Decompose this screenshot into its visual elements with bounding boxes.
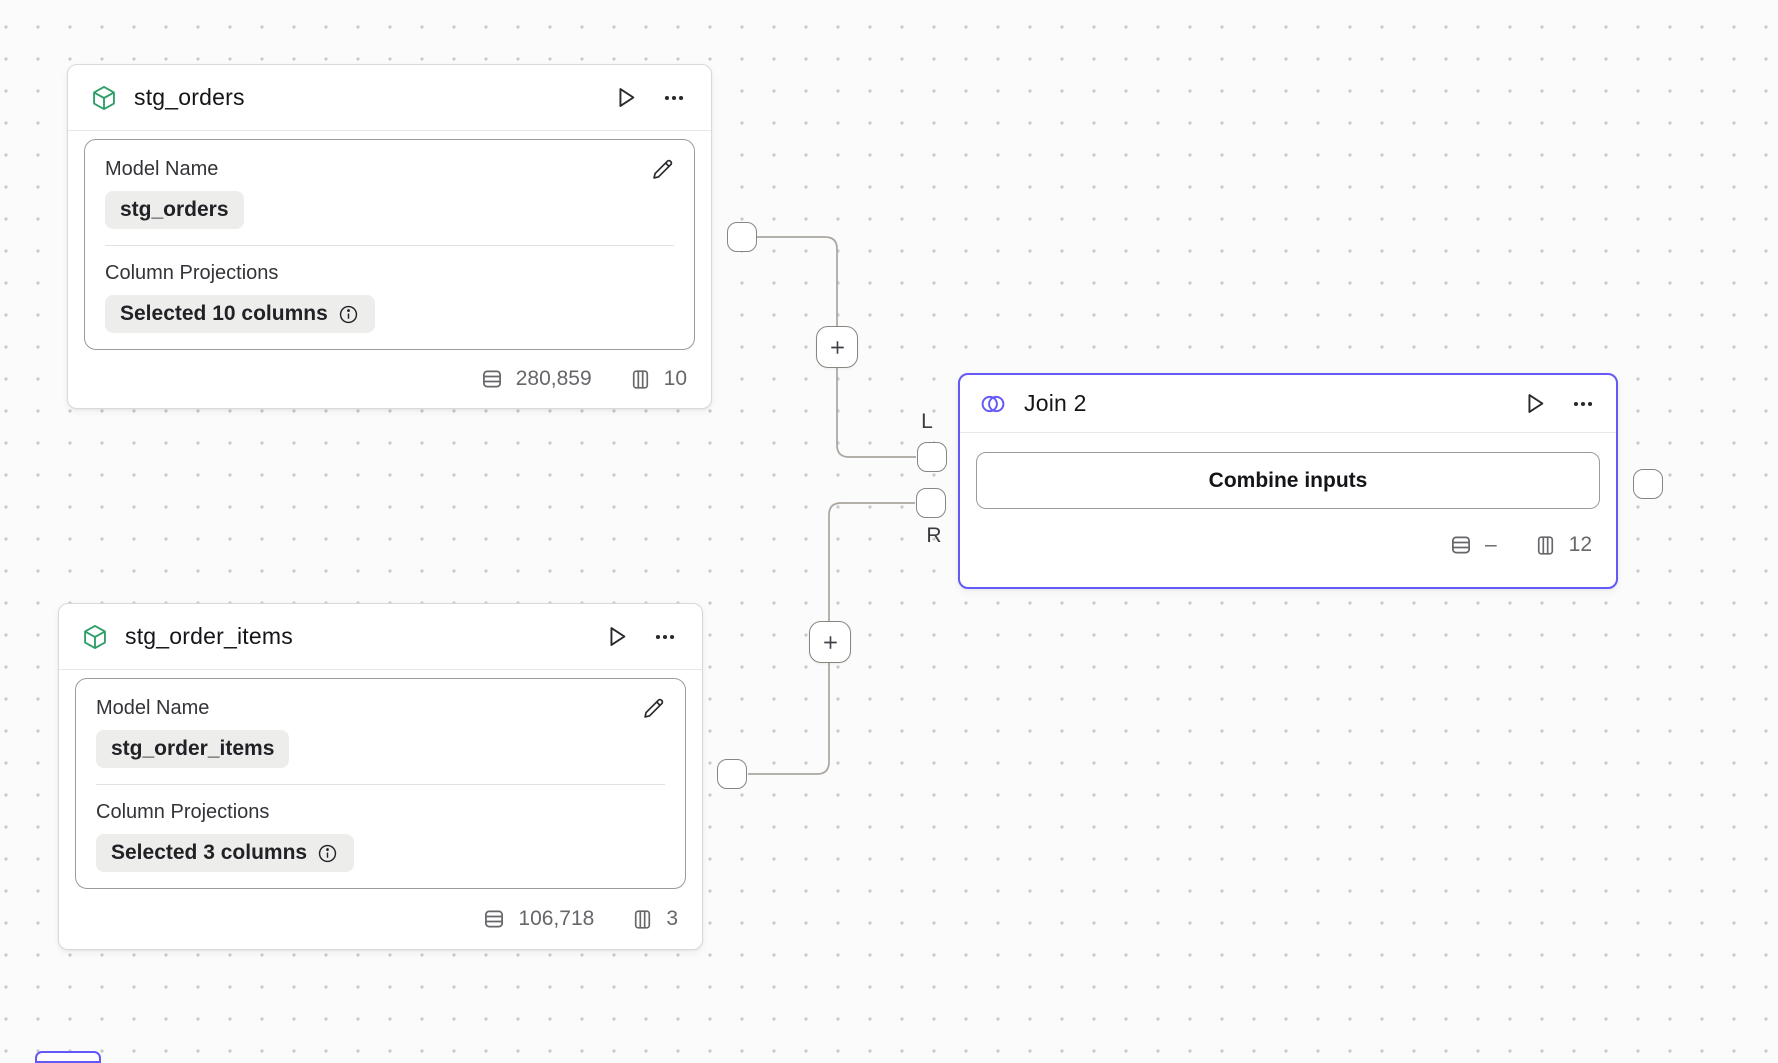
rows-icon	[1448, 532, 1474, 558]
port-stg-order-items-output[interactable]	[717, 759, 747, 789]
model-name-label: Model Name	[96, 697, 210, 719]
join-icon	[978, 391, 1008, 417]
run-node-button[interactable]	[601, 621, 632, 652]
port-join-output[interactable]	[1633, 469, 1663, 499]
node-join-2-header[interactable]: Join 2	[960, 375, 1616, 433]
plus-icon	[823, 635, 837, 649]
add-node-on-wire-button[interactable]	[809, 621, 851, 663]
plus-icon	[830, 340, 844, 354]
add-node-on-wire-button[interactable]	[816, 326, 858, 368]
cube-icon	[90, 84, 118, 112]
column-projections-chip[interactable]: Selected 3 columns	[96, 834, 355, 872]
node-config-card: Model Name stg_order_items Column Projec…	[75, 678, 686, 889]
model-name-label: Model Name	[105, 158, 219, 180]
node-menu-button[interactable]	[659, 83, 689, 113]
rows-icon	[481, 906, 507, 932]
row-count: –	[1484, 533, 1497, 556]
node-join-2[interactable]: Join 2 Combine inputs – 12	[958, 373, 1618, 589]
node-menu-button[interactable]	[650, 622, 680, 652]
node-stg-orders-header[interactable]: stg_orders	[68, 65, 711, 131]
column-count: 3	[666, 907, 678, 930]
model-name-chip[interactable]: stg_order_items	[96, 730, 290, 768]
rows-icon	[479, 366, 505, 392]
node-stg-orders[interactable]: stg_orders Model Name stg_orders Colum	[67, 64, 712, 409]
row-count: 280,859	[515, 367, 592, 390]
column-projections-label: Column Projections	[105, 262, 279, 284]
row-count: 106,718	[518, 907, 595, 930]
node-stats: 280,859 10	[68, 350, 711, 408]
node-stg-order-items-header[interactable]: stg_order_items	[59, 604, 702, 670]
cube-icon	[81, 623, 109, 651]
node-menu-button[interactable]	[1568, 389, 1598, 419]
columns-icon	[630, 907, 655, 932]
node-stats: 106,718 3	[59, 889, 702, 949]
node-stg-order-items[interactable]: stg_order_items Model Name stg_order_ite…	[58, 603, 703, 950]
run-node-button[interactable]	[1519, 388, 1550, 419]
combine-inputs-button[interactable]: Combine inputs	[976, 452, 1600, 509]
node-title: Join 2	[1024, 390, 1087, 416]
column-projections-label: Column Projections	[96, 801, 270, 823]
columns-icon	[628, 367, 653, 392]
card-divider	[105, 245, 674, 246]
node-config-card: Model Name stg_orders Column Projections…	[84, 139, 695, 350]
run-node-button[interactable]	[610, 82, 641, 113]
model-name-chip[interactable]: stg_orders	[105, 191, 244, 229]
port-stg-orders-output[interactable]	[727, 222, 757, 252]
port-join-left-input[interactable]	[917, 442, 947, 472]
join-right-port-label: R	[926, 524, 942, 547]
card-divider	[96, 784, 665, 785]
edit-model-name-button[interactable]	[647, 154, 678, 185]
info-icon[interactable]	[316, 842, 339, 865]
column-projections-chip[interactable]: Selected 10 columns	[105, 295, 375, 333]
node-stats: – 12	[960, 509, 1616, 587]
node-title: stg_order_items	[125, 623, 293, 649]
column-count: 10	[663, 367, 687, 390]
join-left-port-label: L	[921, 410, 933, 433]
info-icon[interactable]	[337, 303, 360, 326]
columns-icon	[1533, 533, 1558, 558]
column-count: 12	[1568, 533, 1592, 556]
edit-model-name-button[interactable]	[638, 693, 669, 724]
port-join-right-input[interactable]	[916, 488, 946, 518]
node-title: stg_orders	[134, 84, 245, 110]
